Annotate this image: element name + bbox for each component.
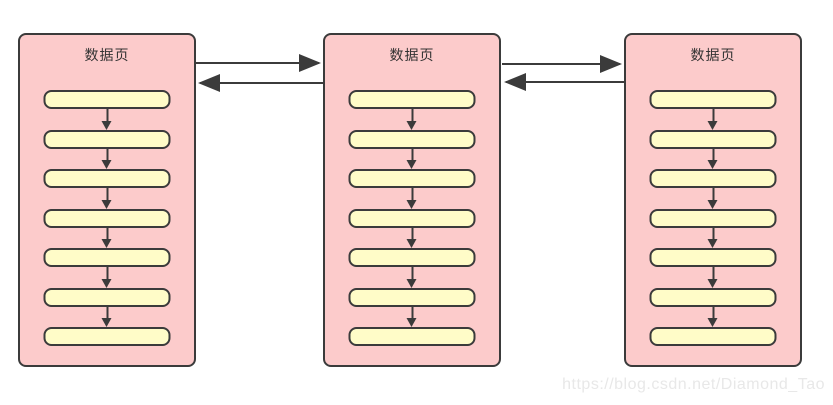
down-arrow bbox=[349, 148, 476, 170]
down-arrow bbox=[349, 306, 476, 328]
record-slot bbox=[43, 248, 171, 267]
record-slot bbox=[649, 208, 777, 228]
record-slot bbox=[43, 208, 171, 228]
page-title: 数据页 bbox=[389, 47, 435, 63]
data-page-node-3: 数据页 bbox=[624, 33, 802, 367]
down-arrow bbox=[650, 109, 777, 130]
down-arrow bbox=[44, 188, 171, 209]
record-slot bbox=[348, 169, 476, 188]
record-slot-list bbox=[649, 90, 777, 346]
record-slot bbox=[43, 287, 171, 307]
down-arrow bbox=[44, 267, 171, 288]
data-page-node-1: 数据页 bbox=[18, 33, 196, 367]
record-slot bbox=[43, 327, 171, 346]
record-slot bbox=[348, 287, 476, 307]
record-slot bbox=[649, 287, 777, 307]
watermark: https://blog.csdn.net/Diamond_Tao bbox=[562, 376, 825, 393]
record-slot bbox=[43, 129, 171, 149]
down-arrow bbox=[349, 109, 476, 130]
down-arrow bbox=[650, 267, 777, 288]
record-slot bbox=[649, 129, 777, 149]
down-arrow bbox=[44, 306, 171, 328]
data-page-node-2: 数据页 bbox=[323, 33, 501, 367]
record-slot-list bbox=[348, 90, 476, 346]
record-slot bbox=[348, 208, 476, 228]
record-slot bbox=[649, 169, 777, 188]
record-slot-list bbox=[43, 90, 171, 346]
record-slot bbox=[649, 327, 777, 346]
down-arrow bbox=[349, 267, 476, 288]
down-arrow bbox=[650, 227, 777, 249]
down-arrow bbox=[44, 227, 171, 249]
down-arrow bbox=[44, 109, 171, 130]
page-title: 数据页 bbox=[84, 47, 130, 63]
record-slot bbox=[649, 90, 777, 109]
record-slot bbox=[649, 248, 777, 267]
page-title: 数据页 bbox=[690, 47, 736, 63]
down-arrow bbox=[650, 188, 777, 209]
down-arrow bbox=[650, 306, 777, 328]
record-slot bbox=[43, 90, 171, 109]
down-arrow bbox=[44, 148, 171, 170]
record-slot bbox=[348, 129, 476, 149]
down-arrow bbox=[349, 188, 476, 209]
record-slot bbox=[43, 169, 171, 188]
down-arrow bbox=[650, 148, 777, 170]
record-slot bbox=[348, 90, 476, 109]
record-slot bbox=[348, 248, 476, 267]
down-arrow bbox=[349, 227, 476, 249]
record-slot bbox=[348, 327, 476, 346]
